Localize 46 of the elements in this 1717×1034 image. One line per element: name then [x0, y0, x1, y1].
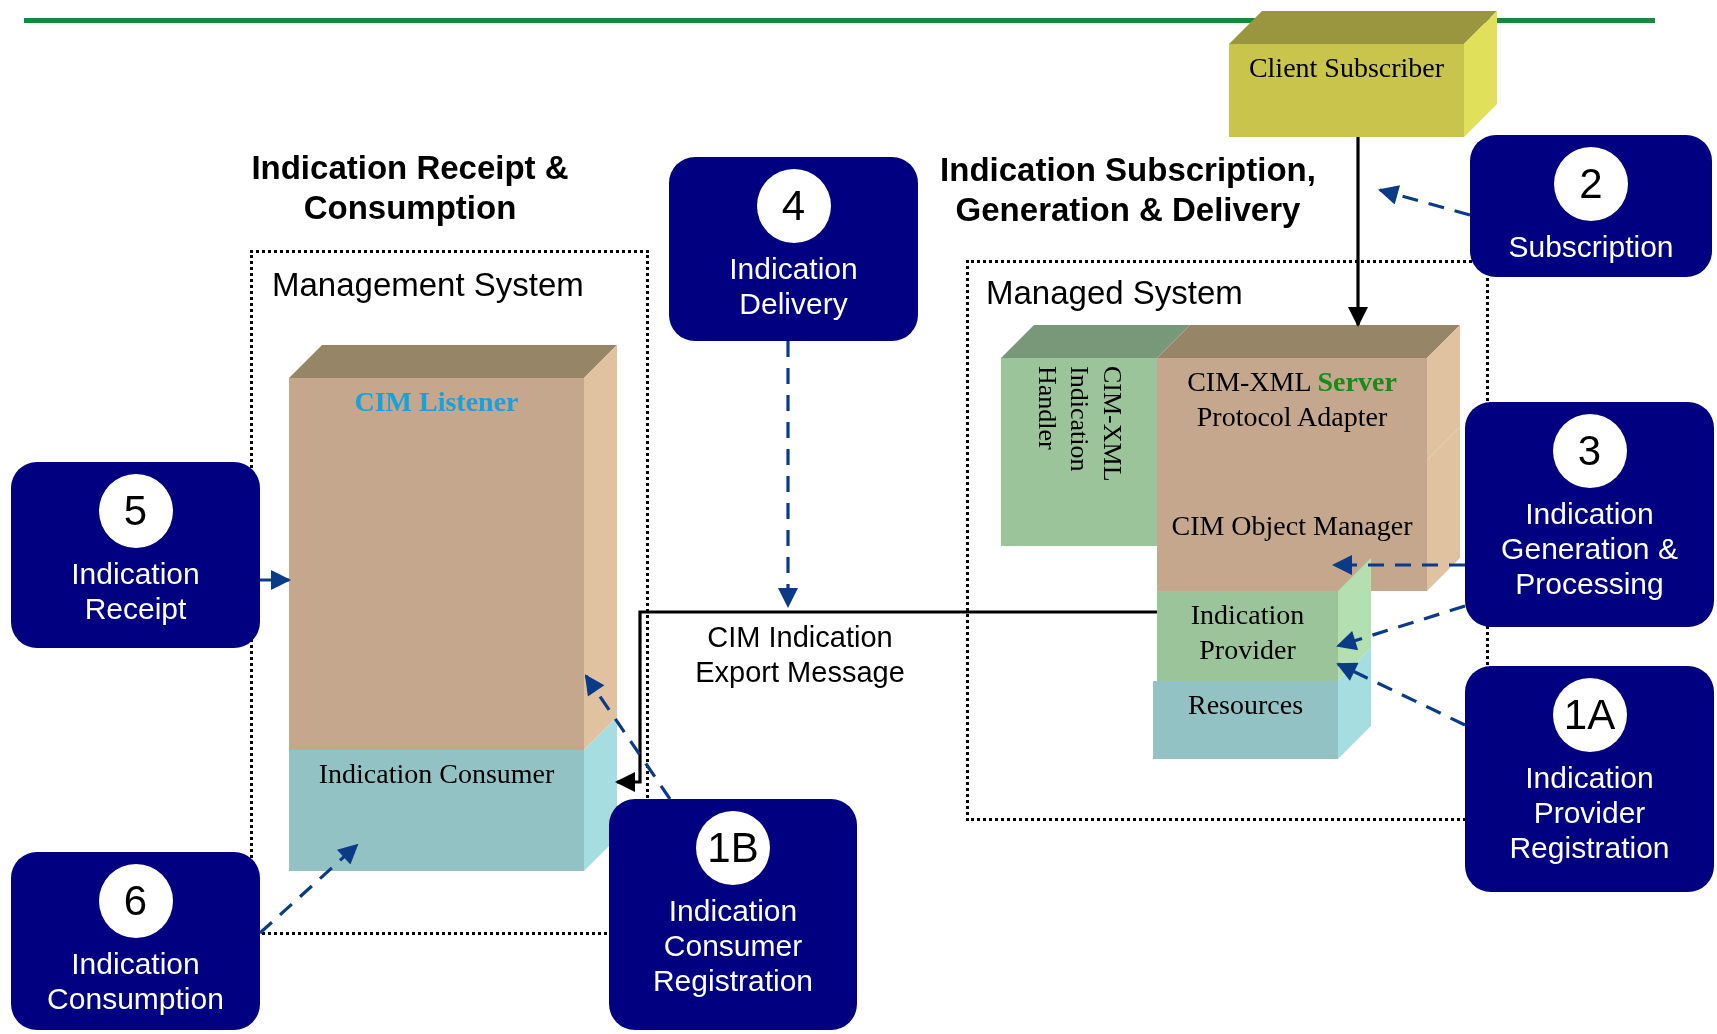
- callout-label: Indication Consumption: [46, 946, 225, 1017]
- callout-box: [1465, 402, 1714, 627]
- callout-box: [1465, 666, 1714, 892]
- step-number: 1B: [696, 811, 770, 885]
- block-label: CIM Object Manager: [1171, 509, 1413, 543]
- callout-label: Indication Consumer Registration: [651, 893, 815, 999]
- callout-box: [11, 852, 260, 1030]
- 3d-block: [1229, 11, 1497, 137]
- block-label: Resources: [1187, 688, 1304, 722]
- section-title: Managed System: [986, 274, 1243, 312]
- section-heading: Indication Receipt & Consumption: [250, 148, 570, 229]
- block-label: CIM-XML Indication Handler: [1031, 366, 1128, 483]
- callout-label: Indication Receipt: [70, 556, 201, 627]
- arrow: [1348, 137, 1368, 327]
- section-title: Management System: [272, 266, 584, 304]
- step-number: 4: [756, 169, 831, 243]
- block-label: CIM-XML Server Protocol Adapter: [1186, 365, 1398, 434]
- callout-label: Indication Generation & Processing: [1500, 496, 1679, 602]
- block-label: Client Subscriber: [1248, 51, 1445, 85]
- step-number: 2: [1554, 147, 1628, 221]
- callout-box: [1470, 135, 1712, 277]
- step-number: 3: [1552, 414, 1627, 488]
- callout-box: [669, 157, 918, 341]
- callout-box: [11, 462, 260, 648]
- block-label: Indication Provider: [1189, 598, 1306, 667]
- arrow: [778, 341, 798, 608]
- arrow: [584, 674, 672, 800]
- arrow: [615, 610, 1157, 792]
- callout-box: [609, 799, 857, 1030]
- block-label: Indication Consumer: [318, 757, 555, 791]
- callout-label: Subscription: [1508, 229, 1674, 265]
- step-number: 5: [98, 474, 173, 548]
- 3d-block: [1157, 325, 1460, 460]
- step-number: 6: [98, 864, 173, 938]
- section-heading: Indication Subscription, Generation & Delivery: [939, 150, 1317, 231]
- component-title: CIM Listener: [354, 385, 519, 419]
- 3d-block: [1157, 558, 1371, 681]
- arrow: [1336, 662, 1466, 727]
- arrow: [1332, 555, 1465, 575]
- arrow: [1336, 604, 1466, 651]
- callout-label: Indication Delivery: [728, 251, 859, 322]
- callout-label: Indication Provider Registration: [1508, 760, 1671, 866]
- arrow: [260, 570, 291, 590]
- arrow: [1378, 185, 1471, 217]
- step-number: 1A: [1552, 678, 1627, 752]
- 3d-block: [289, 345, 617, 750]
